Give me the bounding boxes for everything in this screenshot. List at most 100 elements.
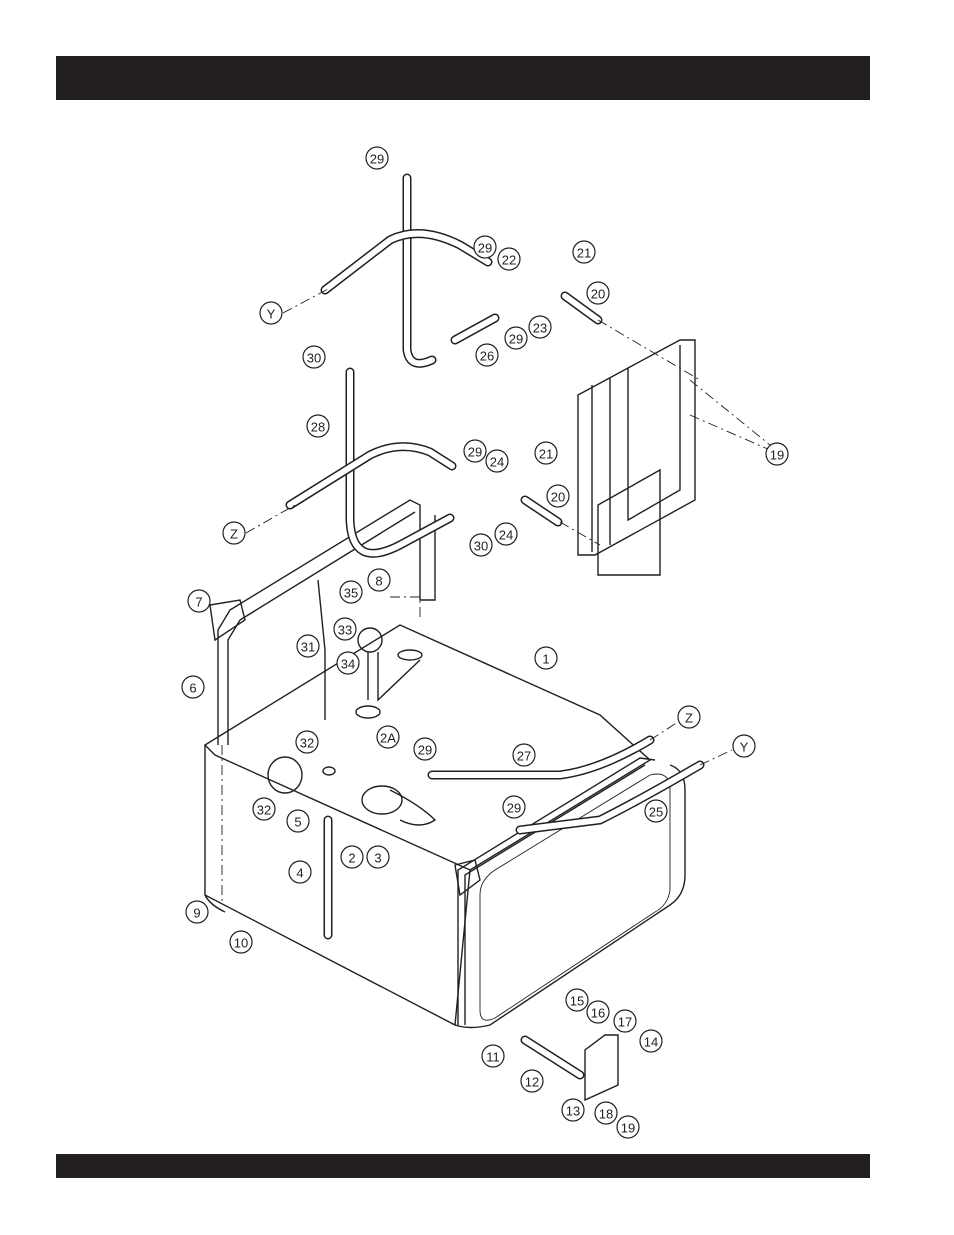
callout-27: 27 [512,743,536,767]
callout-19: 19 [765,442,789,466]
callout-label: 29 [507,801,521,816]
callout-30: 30 [469,533,493,557]
callout-label: 28 [311,420,325,435]
tank-straps [209,499,656,1025]
callout-label: 30 [307,351,321,366]
callout-label: 25 [649,805,663,820]
callout-label: 14 [644,1035,658,1050]
callout-12: 12 [520,1069,544,1093]
callout-label: 15 [570,994,584,1009]
callout-label: 2A [380,731,396,746]
footer-bar [56,1154,870,1178]
callout-10: 10 [229,930,253,954]
callout-label: 12 [525,1075,539,1090]
callout-23: 23 [528,315,552,339]
callout-label: 11 [486,1050,500,1065]
callout-label: 29 [418,743,432,758]
callout-Y: Y [732,734,756,758]
callout-1: 1 [534,646,558,670]
callout-18: 18 [594,1101,618,1125]
fuel-lines [285,173,705,1080]
callout-label: 13 [566,1104,580,1119]
callout-26: 26 [475,343,499,367]
callout-label: 30 [474,539,488,554]
callout-29: 29 [463,439,487,463]
callout-label: 9 [193,906,200,921]
callout-20: 20 [546,484,570,508]
callout-label: Y [740,740,749,755]
fuel-tank [203,624,686,1029]
callout-15: 15 [565,988,589,1012]
callout-34: 34 [336,651,360,675]
callout-label: 21 [539,447,553,462]
callout-35: 35 [339,580,363,604]
callout-32: 32 [252,797,276,821]
callout-label: 35 [344,586,358,601]
callout-label: Y [267,307,276,322]
callout-label: 29 [478,241,492,256]
callout-6: 6 [181,675,205,699]
callout-label: Z [230,527,238,542]
callout-label: 29 [509,332,523,347]
callout-3: 3 [366,845,390,869]
callout-label: 23 [533,321,547,336]
callout-20: 20 [586,281,610,305]
callout-label: 24 [490,455,504,470]
callout-label: 18 [599,1107,613,1122]
callout-13: 13 [561,1098,585,1122]
callout-16: 16 [586,1000,610,1024]
callout-label: 22 [502,253,516,268]
callout-Y: Y [259,301,283,325]
callout-29: 29 [365,146,389,170]
callout-9: 9 [185,900,209,924]
callout-29: 29 [473,235,497,259]
callout-22: 22 [497,247,521,271]
callout-label: Z [685,711,693,726]
callout-5: 5 [286,809,310,833]
callout-label: 32 [300,736,314,751]
callout-label: 20 [591,287,605,302]
callout-29: 29 [502,795,526,819]
callout-label: 1 [542,652,549,667]
callout-28: 28 [306,414,330,438]
callout-14: 14 [639,1029,663,1053]
callout-label: 31 [301,640,315,655]
callout-label: 29 [370,152,384,167]
callout-29: 29 [413,737,437,761]
callout-4: 4 [288,860,312,884]
callout-label: 6 [189,681,196,696]
callout-label: 32 [257,803,271,818]
callout-Z: Z [677,705,701,729]
callout-label: 2 [348,851,355,866]
callout-8: 8 [367,568,391,592]
callout-label: 7 [195,595,202,610]
callout-label: 17 [618,1015,632,1030]
callout-25: 25 [644,799,668,823]
callout-24: 24 [494,522,518,546]
callout-21: 21 [572,240,596,264]
callout-label: 8 [375,574,382,589]
fuel-gauge-and-cap [267,627,619,1102]
callout-label: 24 [499,528,513,543]
leader-lines [221,287,771,905]
callout-30: 30 [302,345,326,369]
callout-label: 21 [577,246,591,261]
callout-2A: 2A [376,725,400,749]
callout-24: 24 [485,449,509,473]
header-bar [56,56,870,100]
callout-label: 19 [770,448,784,463]
callout-label: 27 [517,749,531,764]
callout-label: 19 [621,1121,635,1136]
callout-Z: Z [222,521,246,545]
callout-label: 3 [374,851,381,866]
callout-label: 4 [296,866,303,881]
callout-11: 11 [481,1044,505,1068]
callout-32: 32 [295,730,319,754]
callout-label: 29 [468,445,482,460]
callout-label: 34 [341,657,355,672]
callout-2: 2 [340,845,364,869]
callout-19: 19 [616,1115,640,1139]
callout-label: 33 [338,623,352,638]
callout-label: 20 [551,490,565,505]
